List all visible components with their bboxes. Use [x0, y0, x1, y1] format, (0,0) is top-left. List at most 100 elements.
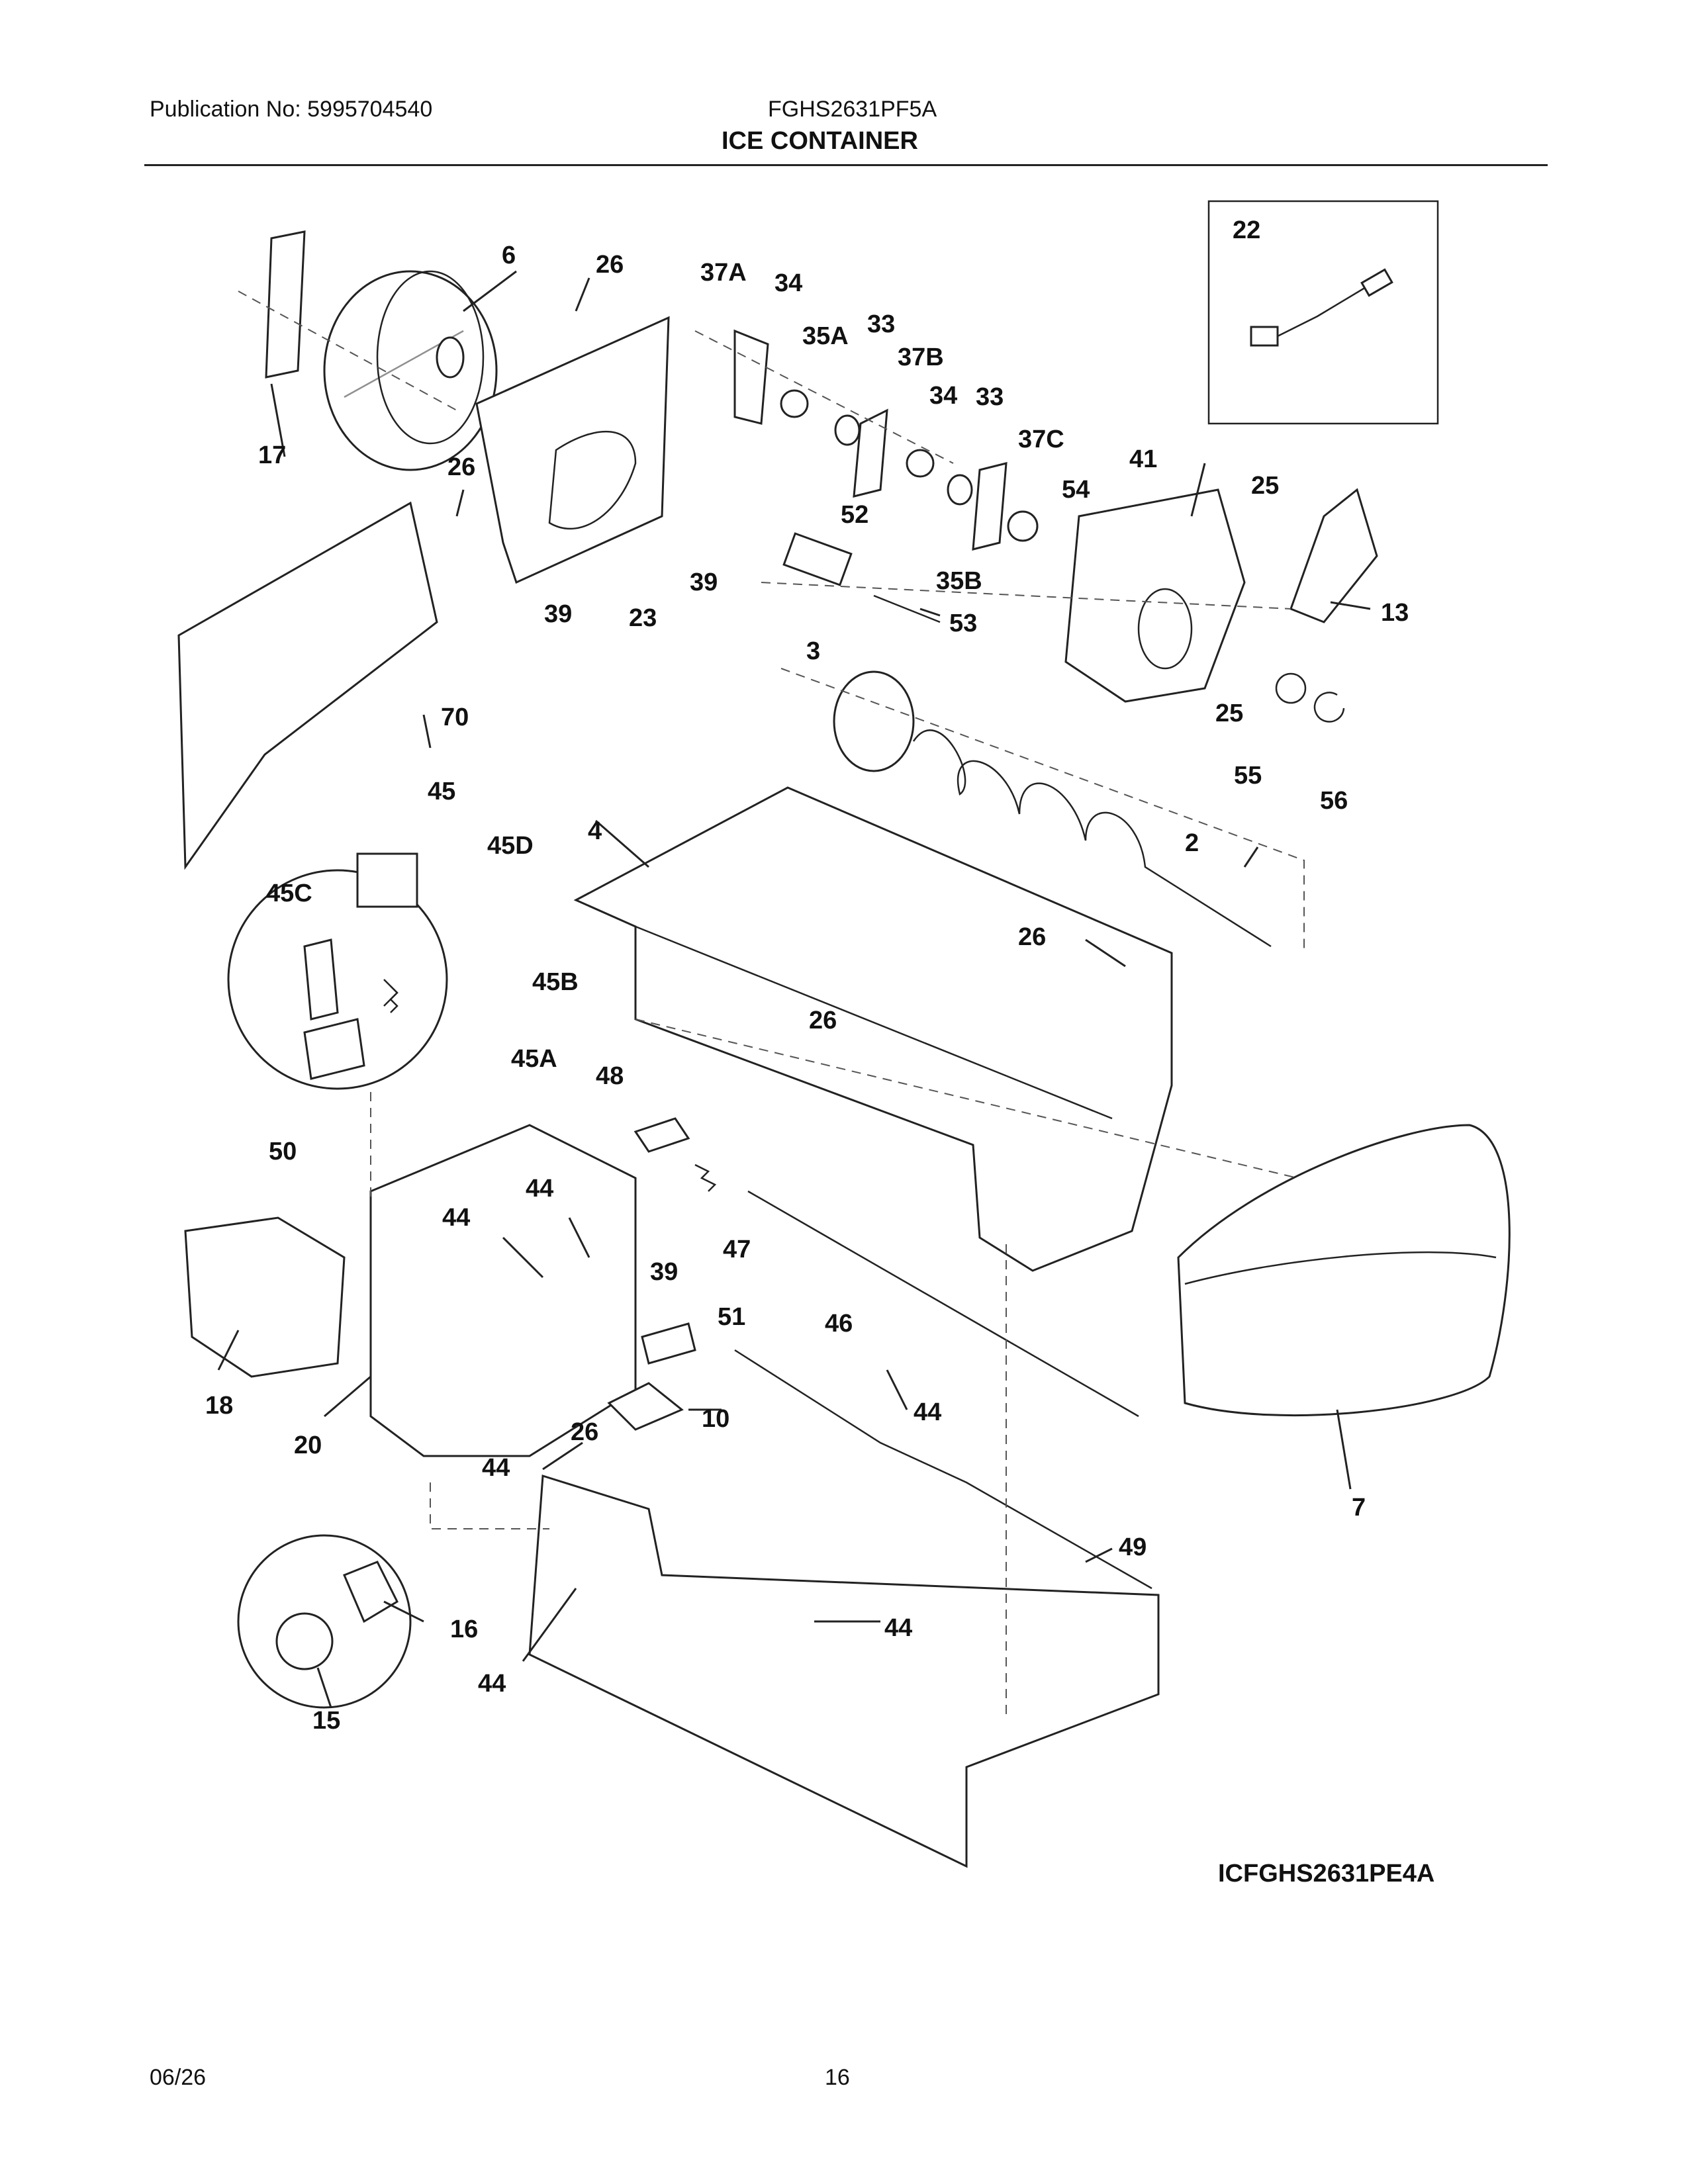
callout-26-b: 26: [447, 453, 475, 481]
callout-55: 55: [1234, 762, 1262, 790]
page-title: ICE CONTAINER: [722, 127, 918, 155]
callout-25-b: 25: [1215, 700, 1243, 727]
part-3-collar: [833, 670, 915, 772]
callout-44-e: 44: [884, 1614, 912, 1642]
part-52-block: [782, 532, 853, 586]
part-53-pin: [873, 594, 941, 623]
part-56-clip: [1313, 692, 1345, 723]
callout-17: 17: [258, 441, 286, 469]
part-4-ice-container: [573, 786, 1173, 1272]
part-37c-arm: [972, 462, 1008, 551]
callout-16: 16: [450, 1615, 478, 1643]
part-70-bracket: [177, 501, 438, 870]
callout-15: 15: [312, 1707, 340, 1735]
callout-26-c: 26: [1018, 923, 1046, 951]
callout-labels: 22 6 26 37A 34 35A 33 37B 34 33 37C 17 2…: [205, 216, 1409, 1735]
callout-26-e: 26: [571, 1418, 598, 1446]
part-45d-solenoid: [356, 852, 418, 908]
part-45a-spring: [389, 985, 399, 1013]
callout-45d: 45D: [487, 832, 534, 860]
callout-37a: 37A: [700, 259, 747, 287]
callout-44-f: 44: [478, 1670, 506, 1698]
callout-70: 70: [441, 704, 469, 731]
part-55-ring: [1275, 672, 1307, 704]
callout-23: 23: [629, 604, 657, 632]
part-46-rod: [747, 1190, 1139, 1418]
callout-33: 33: [867, 310, 895, 338]
part-34-bushing: [780, 389, 809, 418]
callout-2: 2: [1185, 829, 1199, 857]
callout-44: 44: [526, 1175, 553, 1203]
part-15-bulb: [275, 1612, 334, 1670]
callout-56: 56: [1320, 787, 1348, 815]
part-10-bracket: [607, 1382, 684, 1431]
part-37a-arm: [733, 329, 769, 425]
page-number: 16: [825, 2065, 850, 2090]
callout-13: 13: [1381, 599, 1409, 627]
callout-46: 46: [825, 1310, 853, 1338]
model-number: FGHS2631PF5A: [768, 97, 937, 122]
footer-date: 06/26: [150, 2065, 207, 2090]
part-16-socket: [343, 1561, 399, 1623]
callout-45: 45: [428, 778, 455, 805]
callout-39: 39: [690, 569, 718, 596]
callout-18: 18: [205, 1392, 233, 1420]
callout-44-c: 44: [914, 1398, 941, 1426]
part-51-actuator: [641, 1322, 696, 1365]
callout-33-b: 33: [976, 383, 1004, 411]
callout-52: 52: [841, 501, 868, 529]
part-45c-holder: [303, 938, 339, 1021]
callout-35b: 35B: [936, 567, 982, 595]
part-7-cover: [1177, 1124, 1511, 1416]
detail-circle-45: [227, 869, 448, 1090]
part-49-shelf: [528, 1475, 1160, 1868]
part-33-washer: [834, 414, 861, 446]
part-47-spring: [694, 1163, 717, 1192]
callout-39-c: 39: [650, 1258, 678, 1286]
part-37b-arm: [853, 408, 888, 498]
callout-25: 25: [1251, 472, 1279, 500]
wire-harness-part-22: [1250, 268, 1393, 347]
part-54-bushing: [1007, 510, 1039, 542]
callout-4: 4: [588, 817, 602, 845]
callout-47: 47: [723, 1236, 751, 1263]
part-6-auger: [323, 270, 498, 471]
callout-10: 10: [702, 1405, 729, 1433]
callout-41: 41: [1129, 445, 1157, 473]
callout-37b: 37B: [898, 343, 944, 371]
diagram-code: ICFGHS2631PE4A: [1218, 1860, 1435, 1888]
part-34-bushing-b: [906, 449, 935, 478]
part-13-bracket: [1289, 488, 1378, 623]
callout-35a: 35A: [802, 322, 849, 350]
part-20-box: [369, 1124, 637, 1457]
callout-6: 6: [502, 242, 516, 269]
callout-26-d: 26: [809, 1007, 837, 1034]
callout-45b: 45B: [532, 968, 579, 996]
callout-45a: 45A: [511, 1045, 557, 1073]
part-23-plate: [475, 316, 670, 584]
part-2-auger-spring: [912, 729, 1272, 948]
callout-44-d: 44: [482, 1454, 510, 1482]
callout-34: 34: [774, 269, 802, 297]
callout-22: 22: [1233, 216, 1260, 244]
callout-20: 20: [294, 1432, 322, 1459]
callout-50: 50: [269, 1138, 297, 1165]
callout-37c: 37C: [1018, 426, 1064, 453]
publication-number: Publication No: 5995704540: [150, 97, 433, 122]
callout-34-b: 34: [929, 382, 957, 410]
part-18-motor: [184, 1216, 346, 1378]
part-17-strip: [265, 230, 306, 379]
callout-49: 49: [1119, 1533, 1147, 1561]
part-50-bracket: [303, 1018, 365, 1080]
part-48-bracket: [633, 1117, 690, 1153]
callout-39-b: 39: [544, 600, 572, 628]
callout-26: 26: [596, 251, 624, 279]
part-41-housing: [1064, 488, 1246, 703]
header-rule: [144, 164, 1548, 166]
inset-box-22: [1207, 200, 1439, 425]
callout-45c: 45C: [266, 880, 312, 907]
callout-48: 48: [596, 1062, 624, 1090]
callout-51: 51: [718, 1303, 745, 1331]
callout-54: 54: [1062, 476, 1090, 504]
